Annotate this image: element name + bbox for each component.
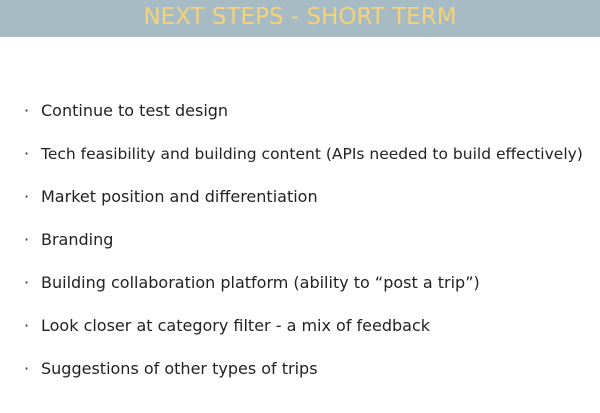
- bullet-text: Building collaboration platform (ability…: [41, 273, 480, 292]
- bullet-text: Branding: [41, 230, 114, 249]
- header-bar: [0, 0, 600, 37]
- list-item: · Branding: [24, 228, 584, 252]
- bullet-dot-icon: ·: [24, 359, 30, 378]
- bullet-text: Market position and differentiation: [41, 187, 318, 206]
- slide-title: NEXT STEPS - SHORT TERM: [143, 4, 457, 30]
- bullet-text: Tech feasibility and building content (A…: [41, 145, 583, 163]
- bullet-dot-icon: ·: [24, 230, 30, 249]
- list-item: · Building collaboration platform (abili…: [24, 271, 584, 295]
- list-item: · Continue to test design: [24, 99, 584, 123]
- list-item: · Market position and differentiation: [24, 185, 584, 209]
- bullet-text: Suggestions of other types of trips: [41, 359, 318, 378]
- list-item: · Tech feasibility and building content …: [24, 142, 584, 166]
- bullet-text: Continue to test design: [41, 101, 229, 120]
- list-item: · Suggestions of other types of trips: [24, 357, 584, 381]
- bullet-dot-icon: ·: [24, 144, 30, 163]
- bullet-dot-icon: ·: [24, 101, 30, 120]
- bullet-dot-icon: ·: [24, 273, 30, 292]
- bullet-text: Look closer at category filter - a mix o…: [41, 316, 431, 335]
- bullet-dot-icon: ·: [24, 187, 30, 206]
- bullet-dot-icon: ·: [24, 316, 30, 335]
- list-item: · Look closer at category filter - a mix…: [24, 314, 584, 338]
